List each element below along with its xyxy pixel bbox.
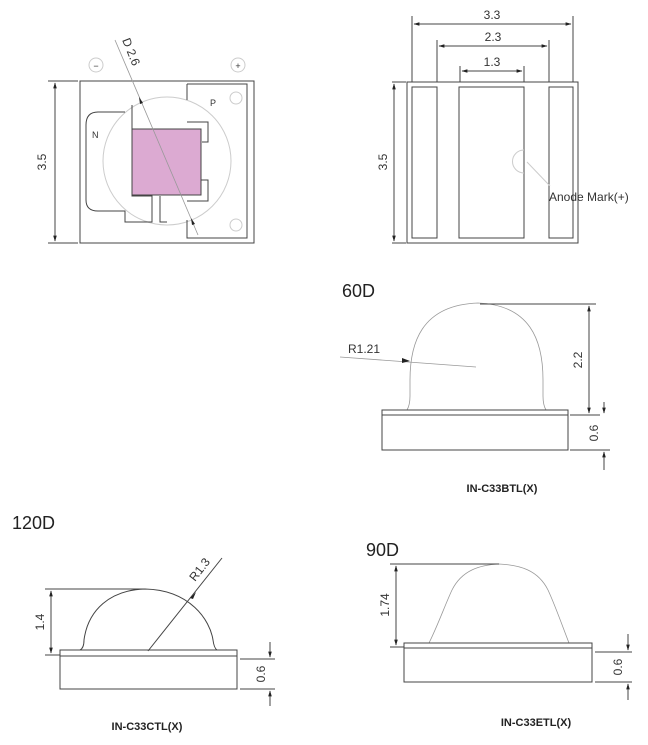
diameter-leader (114, 39, 199, 236)
lens-title: 120D (12, 513, 55, 533)
lens-dome (79, 588, 218, 651)
minus-symbol-circle (88, 57, 104, 73)
width-inner: 1.3 (484, 55, 501, 69)
lens-90d: 90D 1.74 0.6 IN-C33ETL(X) (366, 540, 632, 729)
right-pad (548, 86, 574, 239)
radius-leader (147, 557, 223, 652)
lens-120d: 120D R1.3 1.4 0.6 IN-C33CTL(X) (12, 513, 275, 733)
center-pad (458, 86, 525, 239)
height-dimension: 3.5 (35, 153, 49, 170)
package-base (59, 655, 238, 690)
plus-symbol: + (235, 61, 240, 71)
package-base (381, 414, 569, 451)
n-pad (85, 105, 153, 223)
anode-mark (512, 149, 525, 174)
lens-title: 60D (342, 281, 375, 301)
lens-title: 90D (366, 540, 399, 560)
left-pad (411, 86, 438, 239)
radius-label: R1.21 (348, 342, 380, 356)
model-number: IN-C33ETL(X) (501, 717, 572, 729)
lens-outline (102, 96, 232, 226)
height-dimension: 3.5 (376, 153, 390, 170)
p-label: P (210, 98, 216, 108)
plus-symbol-circle (230, 57, 246, 73)
width-middle: 2.3 (485, 30, 502, 44)
dome-height: 1.74 (378, 593, 392, 617)
dome-height: 1.4 (33, 613, 47, 630)
lens-dome (428, 563, 570, 644)
package-base (403, 647, 593, 683)
lens-flange (381, 409, 569, 416)
n-label: N (92, 130, 99, 140)
package-outline (79, 80, 255, 244)
model-number: IN-C33BTL(X) (467, 483, 538, 495)
anode-mark-label: Anode Mark(+) (549, 190, 629, 204)
top-view: − + P N D 2.6 3.5 (35, 36, 255, 244)
lens-dome (406, 302, 547, 411)
radius-leader (339, 356, 477, 368)
base-height: 0.6 (611, 658, 625, 675)
base-height: 0.6 (254, 665, 268, 682)
p-pad (186, 83, 248, 239)
model-number: IN-C33CTL(X) (112, 721, 183, 733)
bottom-view: Anode Mark(+) 3.3 2.3 1.3 3.5 (376, 8, 629, 244)
base-height: 0.6 (587, 424, 601, 441)
diameter-label: D 2.6 (119, 36, 143, 68)
lens-flange (403, 642, 593, 649)
width-outer: 3.3 (484, 8, 501, 22)
lens-60d: 60D R1.21 2.2 0.6 IN-C33BTL(X) (339, 281, 610, 495)
minus-symbol: − (93, 61, 98, 71)
package-outline (406, 81, 579, 244)
dome-height: 2.2 (571, 351, 585, 368)
radius-label: R1.3 (186, 555, 213, 584)
